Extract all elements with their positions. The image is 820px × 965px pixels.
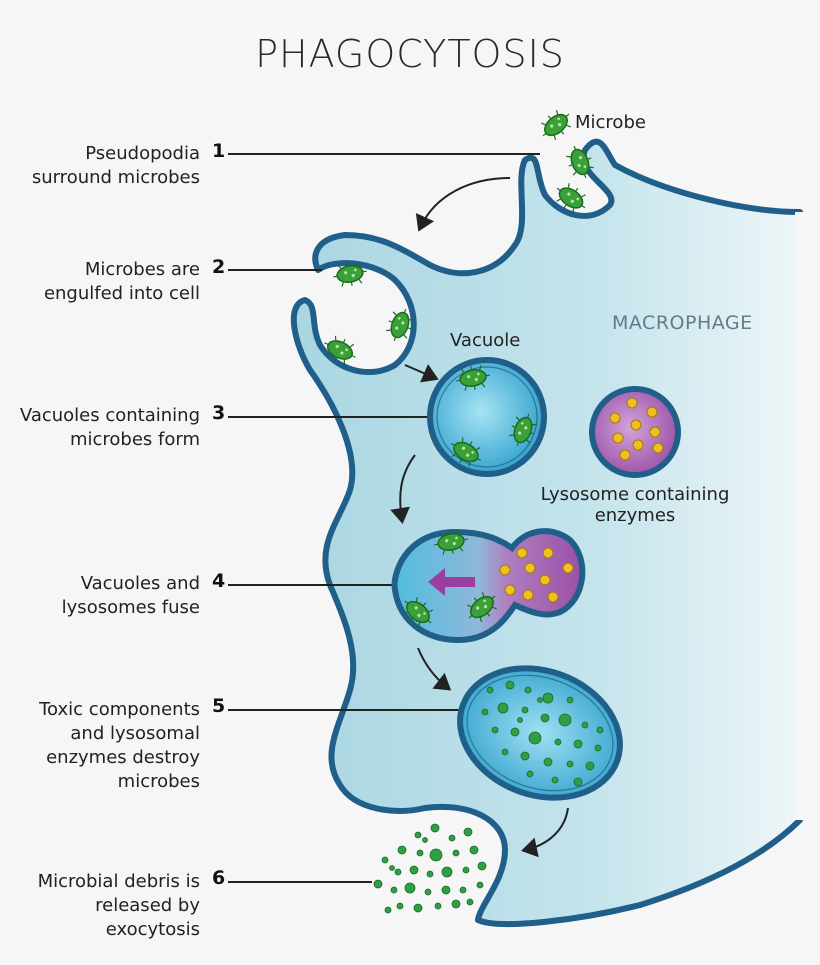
vacuole [427, 357, 547, 477]
microbe-icon [534, 104, 578, 146]
microbial-debris [373, 823, 487, 914]
microbe-label: Microbe [575, 112, 646, 133]
step-4-line: lysosomes fuse [61, 597, 200, 618]
lysosome-label-line: enzymes [594, 505, 676, 526]
step-4-number: 4 [212, 570, 226, 592]
flow-arrows [390, 177, 569, 858]
step-6-label: Microbial debris is released by exocytos… [38, 870, 200, 942]
step-5-number: 5 [212, 695, 226, 717]
step-1-label: Pseudopodia surround microbes [32, 142, 200, 190]
vacuole-label: Vacuole [450, 330, 521, 351]
step-5-line: microbes [117, 771, 200, 792]
step-4-label: Vacuoles and lysosomes fuse [62, 572, 200, 620]
step-5-label: Toxic components and lysosomal enzymes d… [39, 698, 200, 794]
step-3-label: Vacuoles containing microbes form [20, 404, 200, 452]
step-3-line: Vacuoles containing [19, 405, 200, 426]
step-1-line: surround microbes [31, 167, 200, 188]
step-3-line: microbes form [69, 429, 200, 450]
step-3-number: 3 [212, 402, 226, 424]
step-1-number: 1 [212, 140, 226, 162]
lysosome-label-line: Lysosome containing [540, 484, 730, 505]
step-5-line: and lysosomal [70, 723, 200, 744]
step-6-number: 6 [212, 867, 226, 889]
fusing-vacuole-lysosome [391, 526, 586, 644]
lysosome-label: Lysosome containing enzymes [530, 484, 740, 526]
step-2-label: Microbes are engulfed into cell [44, 258, 200, 306]
step-1-line: Pseudopodia [85, 143, 200, 164]
step-2-line: Microbes are [84, 259, 200, 280]
step-2-number: 2 [212, 256, 226, 278]
step-4-line: Vacuoles and [80, 573, 200, 594]
digestive-vacuole [457, 665, 623, 801]
diagram-title: PHAGOCYTOSIS [255, 32, 565, 76]
pointer-lines [228, 153, 540, 883]
macrophage-label: MACROPHAGE [612, 312, 753, 334]
step-6-line: Microbial debris is [37, 871, 200, 892]
step-5-line: enzymes destroy [46, 747, 200, 768]
step-6-line: exocytosis [105, 919, 200, 940]
lysosome [589, 386, 681, 478]
step-5-line: Toxic components [39, 699, 200, 720]
step-6-line: released by [95, 895, 200, 916]
step-2-line: engulfed into cell [43, 283, 200, 304]
